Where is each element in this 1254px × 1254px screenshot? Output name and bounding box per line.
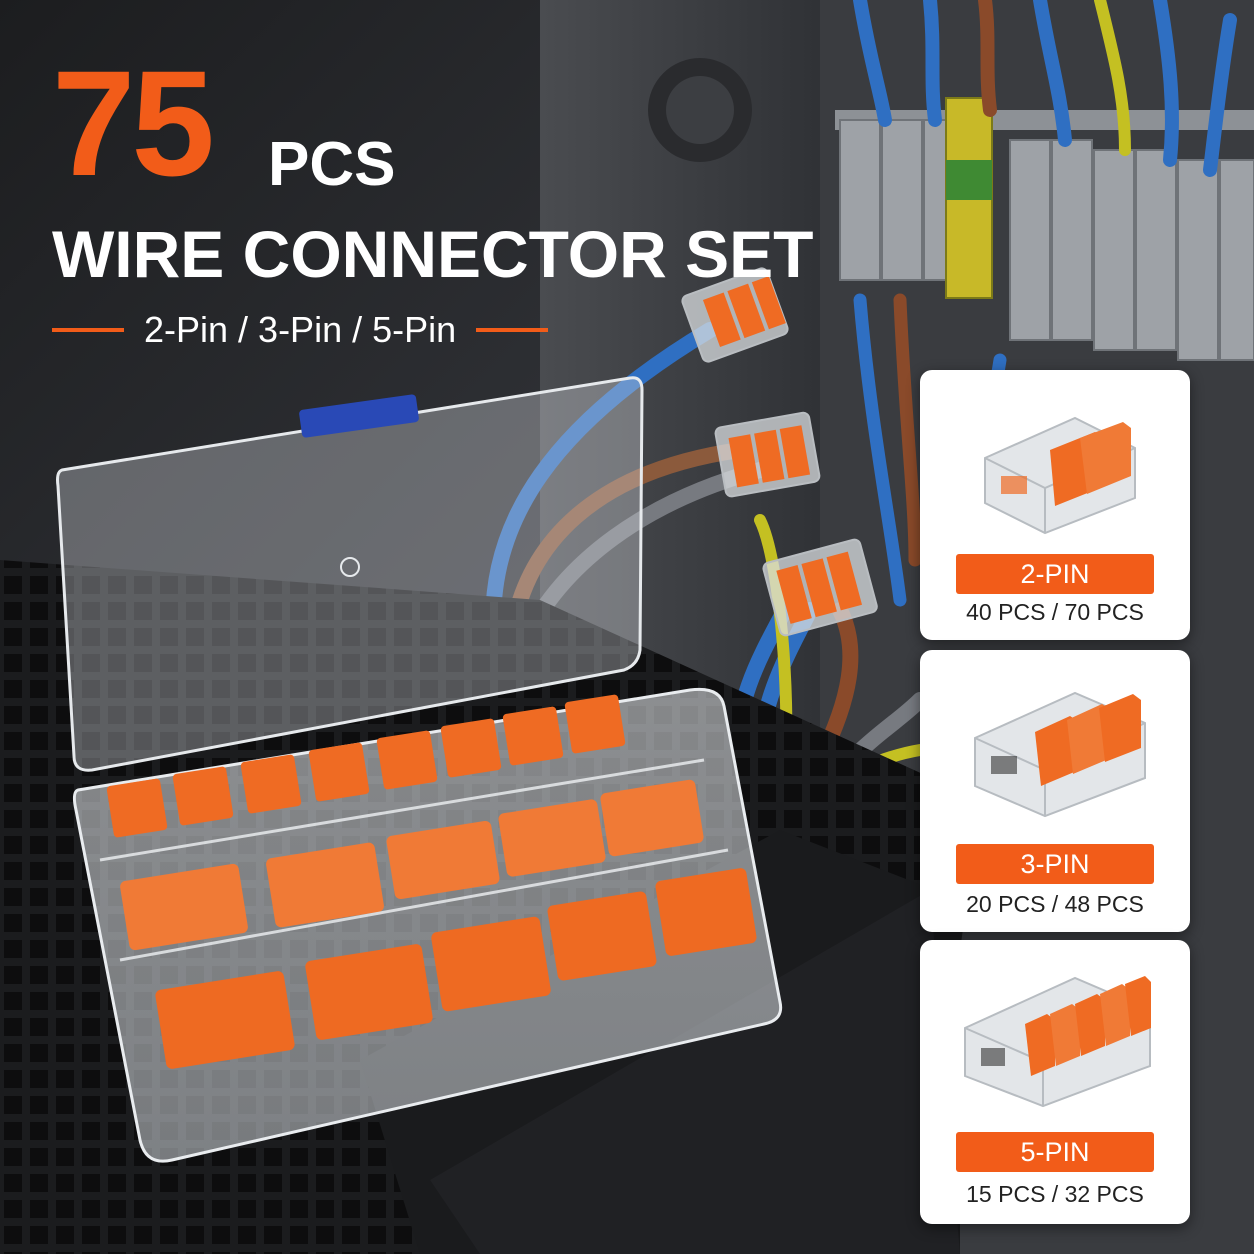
piece-count: 75 (52, 39, 215, 207)
variant-label-5-pin: 5-PIN (956, 1132, 1154, 1172)
piece-unit: PCS (268, 130, 396, 199)
variant-count-2-pin: 40 PCS / 70 PCS (966, 599, 1144, 625)
left-dash-decoration (52, 328, 124, 332)
subtitle-row: 2-Pin / 3-Pin / 5-Pin (52, 310, 612, 350)
right-dash-decoration (476, 328, 549, 332)
variant-label-2-pin: 2-PIN (956, 554, 1154, 594)
variant-count-5-pin: 15 PCS / 32 PCS (966, 1181, 1144, 1207)
variant-label-3-pin: 3-PIN (956, 844, 1154, 884)
variant-card-3-pin: 3-PIN 20 PCS / 48 PCS (920, 650, 1190, 932)
three-pin-connector-image (974, 691, 1146, 818)
five-pin-connector-image (964, 976, 1151, 1108)
product-title: WIRE CONNECTOR SET (52, 217, 814, 291)
variant-card-5-pin: 5-PIN 15 PCS / 32 PCS (920, 940, 1190, 1224)
variant-count-3-pin: 20 PCS / 48 PCS (966, 891, 1144, 917)
pin-types-subtitle: 2-Pin / 3-Pin / 5-Pin (144, 309, 457, 350)
variant-card-2-pin: 2-PIN 40 PCS / 70 PCS (920, 370, 1190, 640)
two-pin-connector-image (984, 416, 1136, 535)
